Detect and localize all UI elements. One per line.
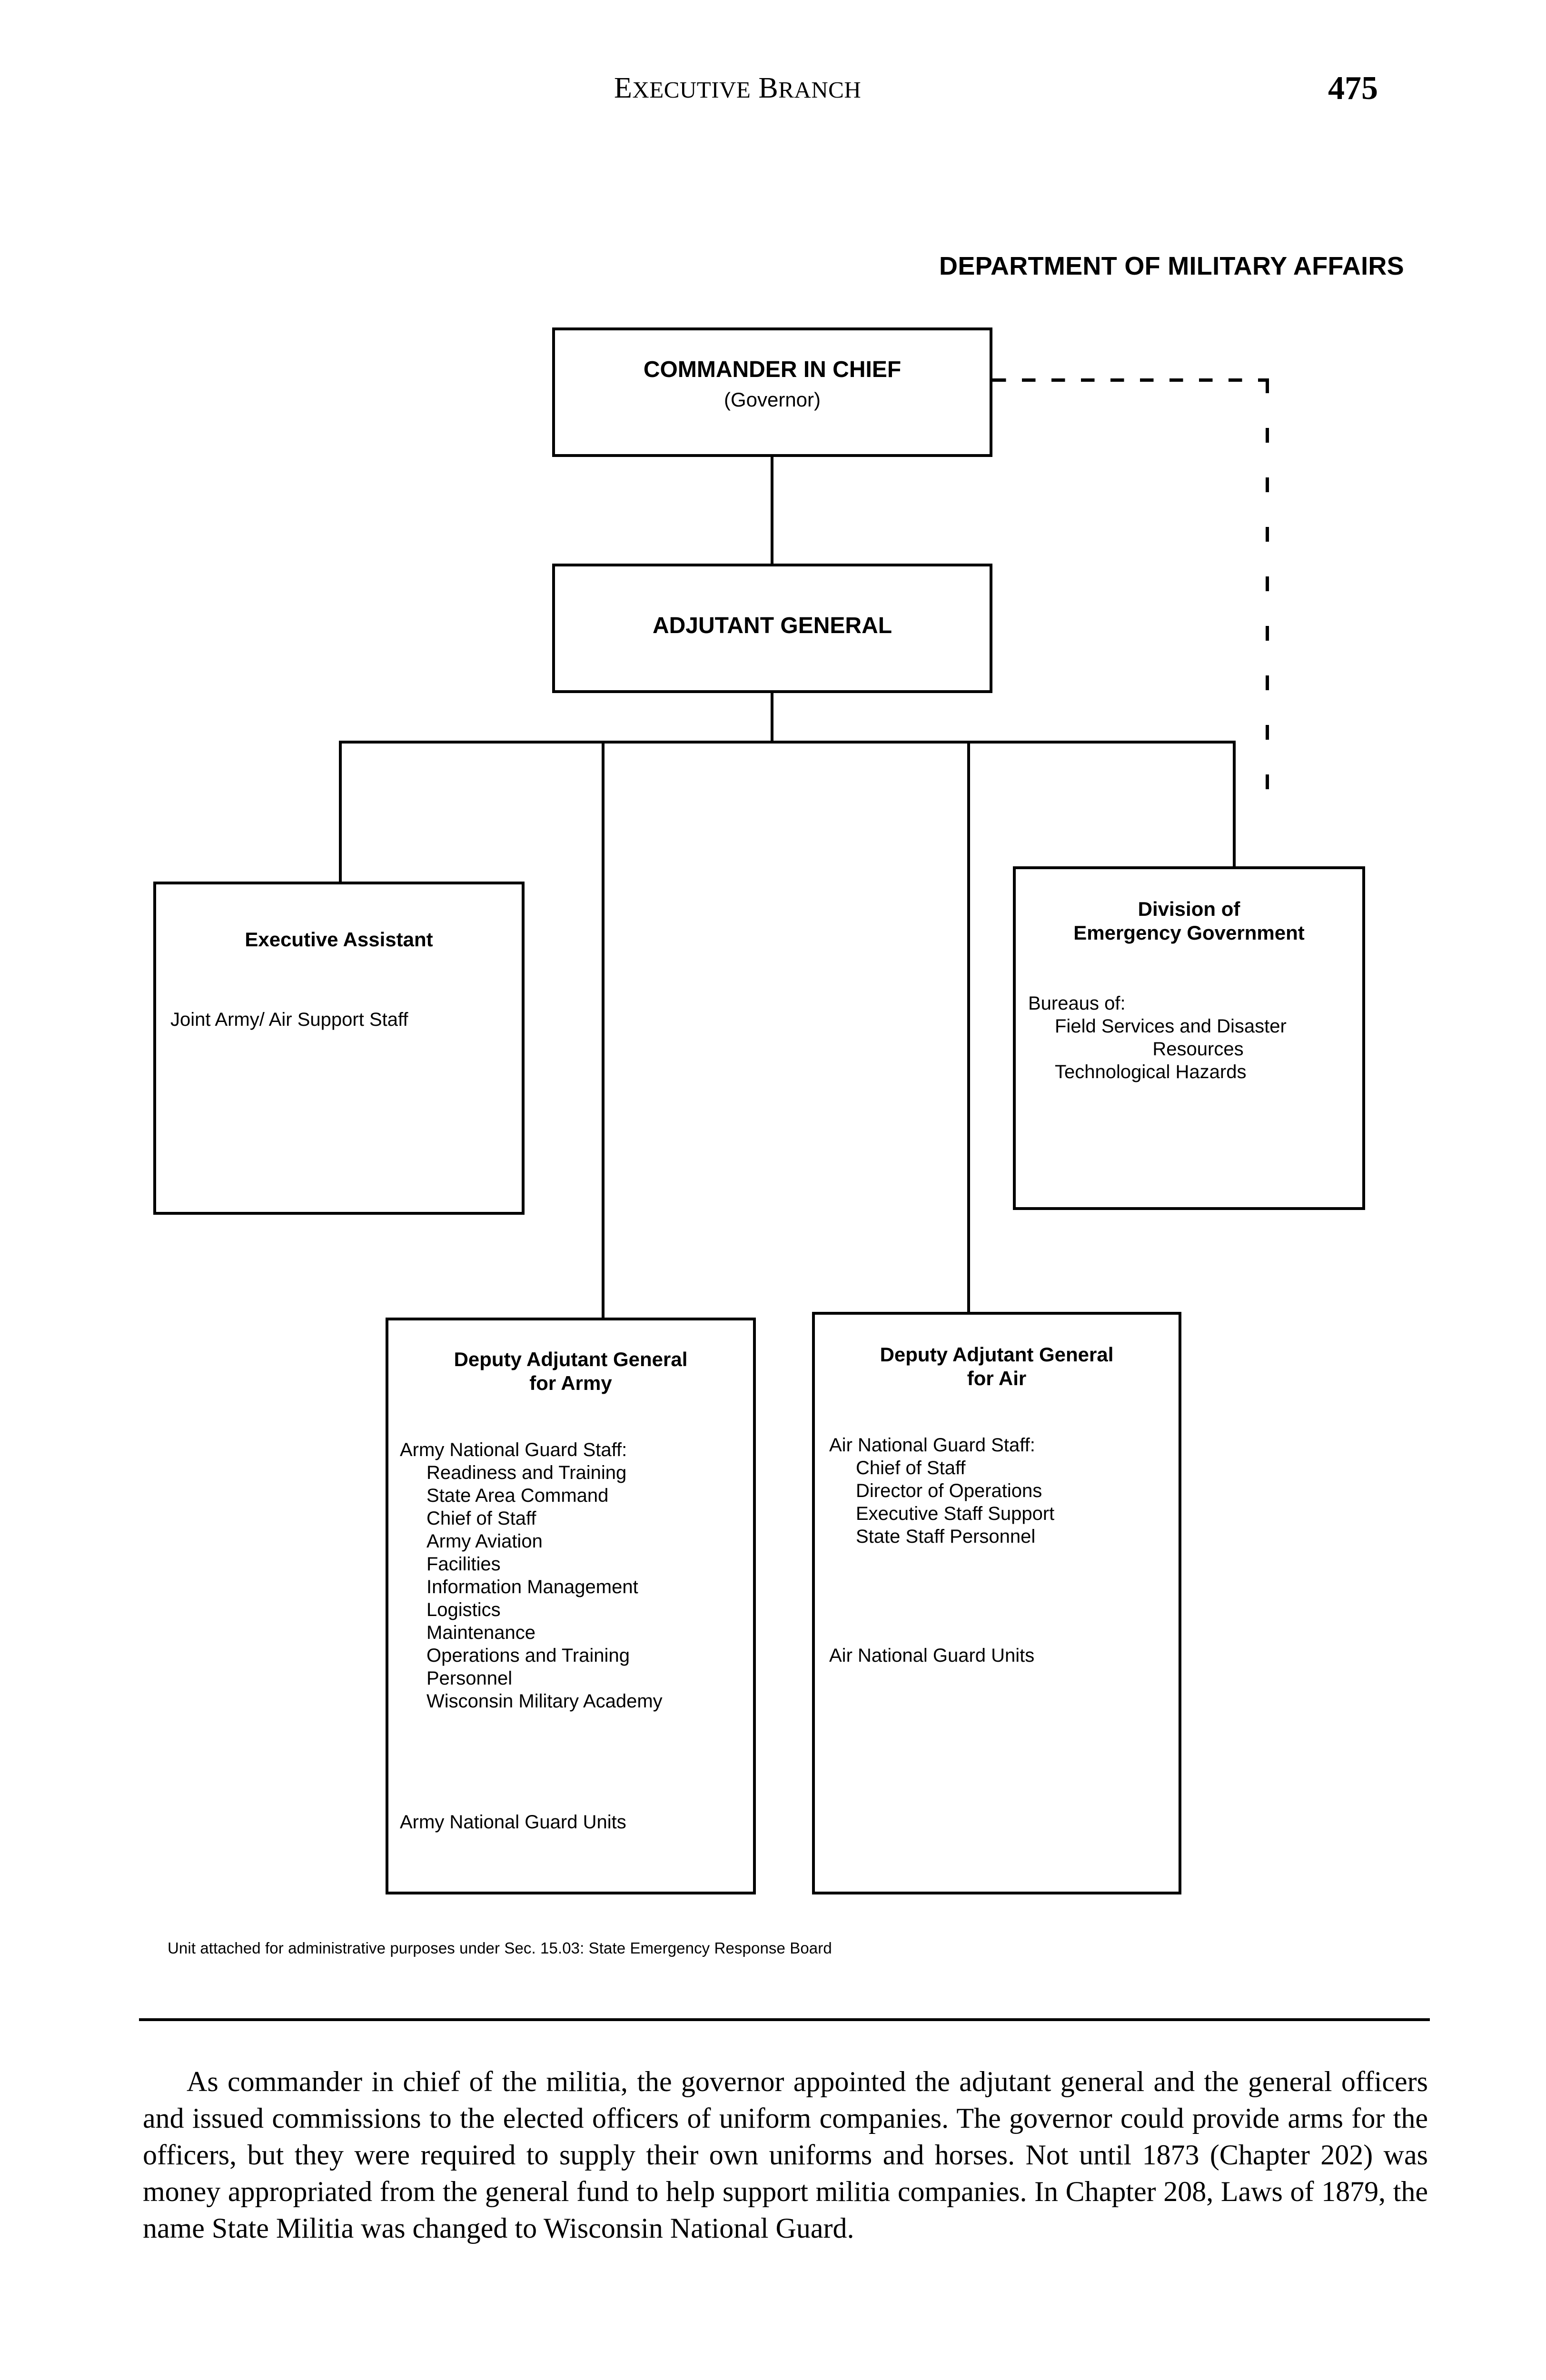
bureau-item: Field Services and Disaster — [1055, 1016, 1287, 1037]
connector-bus-to-executive-assistant — [339, 741, 342, 883]
emergency-government-heading-line1: Division of — [1138, 898, 1240, 920]
connector-bus-to-deputy-army — [602, 741, 605, 1318]
box-adjutant-general: ADJUTANT GENERAL — [552, 564, 992, 693]
army-staff-item: Facilities — [426, 1554, 501, 1575]
army-staff-item: Logistics — [426, 1599, 501, 1620]
dashed-connector-horizontal — [992, 378, 1269, 382]
box-executive-assistant: Executive Assistant Joint Army/ Air Supp… — [153, 882, 525, 1215]
box-deputy-adjutant-general-air: Deputy Adjutant General for Air Air Nati… — [812, 1312, 1181, 1894]
connector-bus-to-deputy-air — [967, 741, 970, 1312]
deputy-army-heading-line2: for Army — [529, 1372, 612, 1394]
deputy-army-staff-list: Army National Guard Staff: Readiness and… — [400, 1438, 754, 1713]
bureau-item: Resources — [1152, 1039, 1244, 1060]
running-head-title: EXECUTIVE BRANCH — [614, 71, 861, 105]
body-paragraph-text: As commander in chief of the militia, th… — [143, 2066, 1428, 2244]
executive-assistant-body: Joint Army/ Air Support Staff — [170, 1009, 408, 1030]
executive-assistant-heading: Executive Assistant — [245, 928, 433, 951]
emergency-government-bureaus: Bureaus of: Field Services and Disaster … — [1028, 992, 1368, 1083]
deputy-air-heading-line2: for Air — [967, 1367, 1027, 1389]
chart-footnote: Unit attached for administrative purpose… — [168, 1939, 832, 1957]
air-staff-item: Director of Operations — [856, 1480, 1042, 1501]
army-staff-item: Readiness and Training — [426, 1462, 627, 1483]
body-paragraph: As commander in chief of the militia, th… — [143, 2063, 1428, 2247]
air-staff-item: Executive Staff Support — [856, 1503, 1055, 1524]
army-staff-label: Army National Guard Staff: — [400, 1439, 627, 1460]
running-head-title-e: E — [614, 72, 633, 104]
air-staff-item: State Staff Personnel — [856, 1526, 1036, 1547]
connector-adjutant-to-bus — [771, 693, 773, 741]
commander-heading: COMMANDER IN CHIEF — [643, 357, 902, 382]
deputy-army-heading-line1: Deputy Adjutant General — [454, 1348, 688, 1370]
page-number: 475 — [1328, 70, 1378, 107]
air-national-guard-units: Air National Guard Units — [829, 1645, 1035, 1666]
running-head-title-xecutive: XECUTIVE — [632, 77, 751, 103]
emergency-government-heading-line2: Emergency Government — [1073, 922, 1305, 944]
bureaus-label: Bureaus of: — [1028, 993, 1126, 1014]
army-staff-item: Wisconsin Military Academy — [426, 1691, 663, 1712]
deputy-air-staff-list: Air National Guard Staff: Chief of Staff… — [829, 1434, 1181, 1548]
adjutant-general-heading: ADJUTANT GENERAL — [652, 613, 892, 638]
connector-horizontal-bus — [339, 741, 1236, 744]
army-staff-item: Personnel — [426, 1668, 513, 1689]
army-staff-item: State Area Command — [426, 1485, 609, 1506]
army-staff-item: Information Management — [426, 1577, 638, 1597]
bureau-item: Technological Hazards — [1055, 1061, 1247, 1082]
army-national-guard-units: Army National Guard Units — [400, 1812, 626, 1833]
connector-bus-to-emergency-government — [1233, 741, 1236, 866]
running-head-title-b: B — [758, 72, 779, 104]
army-staff-item: Army Aviation — [426, 1531, 543, 1552]
connector-commander-to-adjutant — [771, 457, 773, 564]
air-staff-item: Chief of Staff — [856, 1458, 966, 1478]
army-staff-item: Chief of Staff — [426, 1508, 536, 1529]
box-commander-in-chief: COMMANDER IN CHIEF (Governor) — [552, 327, 992, 457]
commander-subheading: (Governor) — [723, 388, 821, 411]
box-deputy-adjutant-general-army: Deputy Adjutant General for Army Army Na… — [386, 1318, 756, 1894]
army-staff-item: Operations and Training — [426, 1645, 630, 1666]
running-head: EXECUTIVE BRANCH 475 — [0, 70, 1546, 114]
air-staff-label: Air National Guard Staff: — [829, 1435, 1035, 1456]
army-staff-item: Maintenance — [426, 1622, 536, 1643]
dashed-connector-vertical — [1266, 378, 1269, 812]
deputy-air-heading-line1: Deputy Adjutant General — [880, 1343, 1114, 1366]
horizontal-rule — [139, 2018, 1430, 2021]
chart-title: DEPARTMENT OF MILITARY AFFAIRS — [939, 252, 1404, 280]
box-emergency-government: Division of Emergency Government Bureaus… — [1013, 866, 1365, 1210]
running-head-title-ranch: RANCH — [778, 77, 862, 103]
